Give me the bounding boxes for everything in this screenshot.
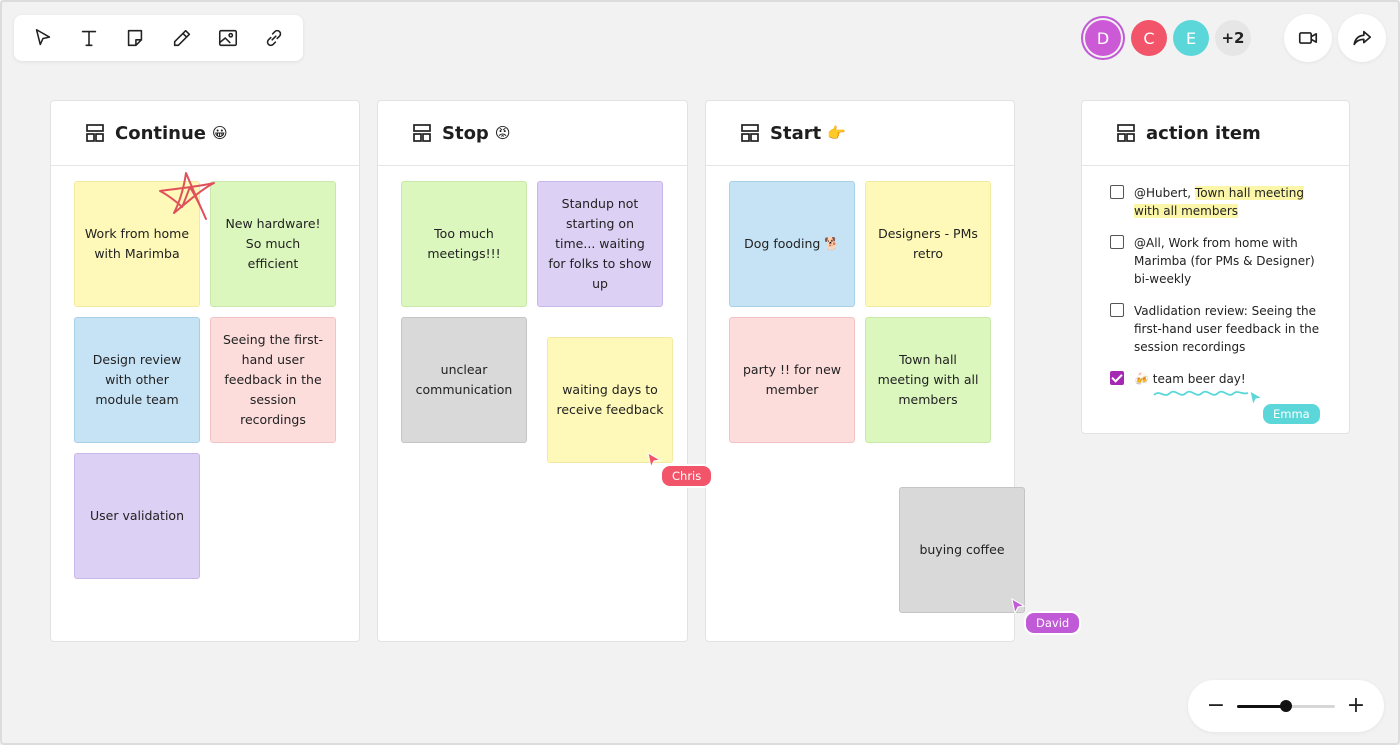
pointing-emoji: 👉: [827, 124, 846, 142]
squiggle-drawing: [1153, 390, 1249, 396]
sticky-note[interactable]: unclear communication: [401, 317, 527, 443]
action-item: 🍻 team beer day!: [1110, 370, 1329, 388]
video-button[interactable]: [1284, 14, 1332, 62]
star-drawing: [159, 172, 215, 220]
cursor-arrow-icon: [647, 451, 662, 469]
select-icon[interactable]: [27, 22, 59, 54]
cursor-arrow-icon: [1249, 389, 1264, 407]
sticky-note[interactable]: Designers - PMs retro: [865, 181, 991, 307]
column-header: action item: [1082, 101, 1349, 166]
sticky-note[interactable]: Too much meetings!!!: [401, 181, 527, 307]
avatar-d[interactable]: D: [1085, 20, 1121, 56]
column-title: Start: [770, 122, 822, 144]
avatar-c[interactable]: C: [1131, 20, 1167, 56]
sticky-note[interactable]: Seeing the first-hand user feedback in t…: [210, 317, 336, 443]
action-item-text: @All, Work from home with Marimba (for P…: [1134, 236, 1315, 286]
action-item: @All, Work from home with Marimba (for P…: [1110, 234, 1329, 288]
zoom-slider-handle[interactable]: [1280, 699, 1292, 712]
column-continue: Continue 😀 Work from home with Marimba N…: [50, 100, 360, 642]
cursor-label-david: David: [1024, 611, 1082, 635]
column-action-items: action item @Hubert, Town hall meeting w…: [1081, 100, 1350, 434]
action-item: Vadlidation review: Seeing the first-han…: [1110, 302, 1329, 356]
cursor-arrow-icon: [1011, 597, 1026, 615]
avatar-e[interactable]: E: [1173, 20, 1209, 56]
image-icon[interactable]: [212, 22, 244, 54]
column-title: Continue: [115, 122, 207, 144]
action-item-checkbox[interactable]: [1110, 235, 1124, 249]
column-header: Stop 😡: [378, 101, 687, 166]
cursor-label-emma: Emma: [1261, 402, 1322, 426]
action-item-text: Vadlidation review: Seeing the first-han…: [1134, 304, 1320, 354]
sticky-note[interactable]: Dog fooding 🐕: [729, 181, 855, 307]
sticky-note[interactable]: waiting days to receive feedback: [547, 337, 673, 463]
angry-emoji: 😡: [494, 124, 511, 142]
template-icon: [85, 123, 105, 143]
cursor-david: [1011, 597, 1026, 618]
zoom-slider-fill: [1237, 704, 1286, 708]
zoom-control: − +: [1188, 680, 1384, 732]
column-title: action item: [1146, 122, 1261, 144]
sticky-note[interactable]: New hardware! So much efficient: [210, 181, 336, 307]
action-item: @Hubert, Town hall meeting with all memb…: [1110, 184, 1329, 220]
action-item-text: 🍻 team beer day!: [1134, 372, 1246, 386]
zoom-in-button[interactable]: +: [1346, 693, 1366, 718]
smile-emoji: 😀: [212, 124, 228, 142]
column-header: Continue 😀: [51, 101, 359, 166]
mention: @Hubert,: [1134, 186, 1195, 200]
share-icon: [1353, 30, 1372, 46]
pen-icon[interactable]: [166, 22, 198, 54]
sticky-note[interactable]: Design review with other module team: [74, 317, 200, 443]
sticky-note[interactable]: buying coffee: [899, 487, 1025, 613]
action-item-checkbox-checked[interactable]: [1110, 371, 1124, 385]
cursor-chris: [647, 451, 662, 472]
zoom-out-button[interactable]: −: [1206, 693, 1226, 718]
sticky-note-icon[interactable]: [119, 22, 151, 54]
share-button[interactable]: [1338, 14, 1386, 62]
action-item-checkbox[interactable]: [1110, 303, 1124, 317]
video-icon: [1298, 32, 1318, 44]
collaborator-avatars: D C E +2: [1082, 17, 1257, 59]
action-item-checkbox[interactable]: [1110, 185, 1124, 199]
column-title: Stop: [442, 122, 489, 144]
template-icon: [412, 123, 432, 143]
toolbar: [14, 15, 303, 61]
sticky-note[interactable]: Standup not starting on time... waiting …: [537, 181, 663, 307]
sticky-note[interactable]: Town hall meeting with all members: [865, 317, 991, 443]
zoom-slider[interactable]: [1237, 699, 1335, 712]
sticky-note[interactable]: User validation: [74, 453, 200, 579]
cursor-label-chris: Chris: [660, 464, 714, 488]
link-icon[interactable]: [258, 22, 290, 54]
cursor-emma: [1249, 389, 1264, 410]
column-header: Start 👉: [706, 101, 1014, 166]
template-icon: [740, 123, 760, 143]
template-icon: [1116, 123, 1136, 143]
sticky-note[interactable]: party !! for new member: [729, 317, 855, 443]
action-item-text: @Hubert, Town hall meeting with all memb…: [1134, 184, 1326, 220]
text-icon[interactable]: [73, 22, 105, 54]
action-item-list: @Hubert, Town hall meeting with all memb…: [1082, 166, 1349, 388]
more-collaborators-badge[interactable]: +2: [1215, 20, 1251, 56]
